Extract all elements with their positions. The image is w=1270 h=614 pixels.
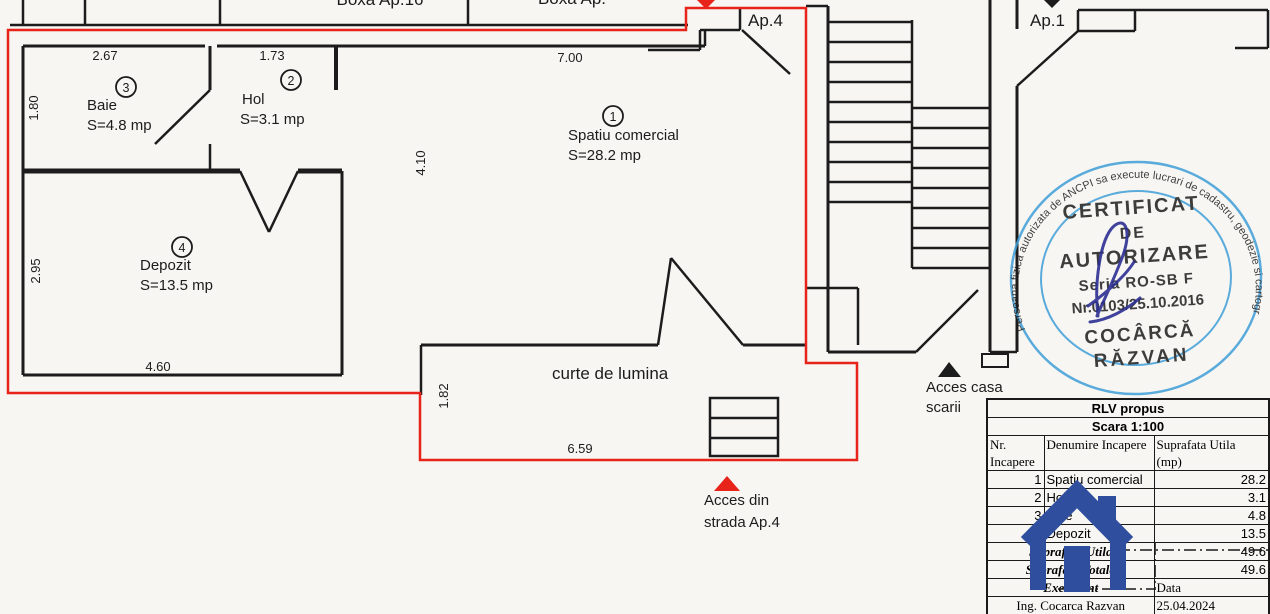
- room-spatiu-comercial: 1 Spatiu comercial S=28.2 mp: [568, 105, 679, 164]
- room-number-circle: [280, 69, 302, 91]
- row-value: 3.1: [1153, 488, 1270, 507]
- stairs-access-label-1: Acces casa: [926, 379, 1003, 396]
- rlv-table: RLV propus Scara 1:100 Nr. Incapere Denu…: [986, 398, 1270, 614]
- room-number: 3: [123, 81, 130, 95]
- table-scale: Scara 1:100: [986, 417, 1270, 436]
- total-totala-value: 49.6: [1153, 560, 1270, 579]
- top-strip-labels: Boxa Ap.16 Boxa Ap. Ap.4 Ap.1: [337, 0, 1065, 30]
- stamp-name-2: RĂZVAN: [1093, 343, 1190, 372]
- property-boundary: [6, 6, 859, 462]
- street-access-label-2: strada Ap.4: [704, 514, 780, 531]
- total-utila-value: 49.6: [1153, 542, 1270, 561]
- header-suprafata-line2: (mp): [1156, 454, 1182, 469]
- data-label: Data: [1153, 578, 1270, 597]
- table-footer-values: Ing. Cocarca Razvan 25.04.2024: [986, 596, 1270, 614]
- dim-depozit-height: 2.95: [28, 258, 43, 283]
- row-value: 4.8: [1153, 506, 1270, 525]
- dim-depozit-width: 4.60: [145, 359, 170, 374]
- row-nr: 4: [986, 524, 1045, 543]
- room-labels: 1 Spatiu comercial S=28.2 mp 2 Hol S=3.1…: [87, 69, 679, 383]
- dim-baie-width: 2.67: [92, 48, 117, 63]
- dim-spatiu-width: 7.00: [557, 50, 582, 65]
- room-number: 4: [179, 241, 186, 255]
- table-row: 3 Baie 4.8: [986, 506, 1270, 525]
- row-name: Baie: [1043, 506, 1155, 525]
- signature-date: 25.04.2024: [1153, 596, 1270, 614]
- table-row: 4 Depozit 13.5: [986, 524, 1270, 543]
- stamp-signature: [1086, 221, 1142, 324]
- total-totala-label: Suprafata Totala: [986, 560, 1155, 579]
- row-nr: 1: [986, 470, 1045, 489]
- room-number-circle: [171, 236, 193, 258]
- row-name: Depozit: [1043, 524, 1155, 543]
- ap4-label: Ap.4: [748, 11, 783, 30]
- walls: [10, 0, 1270, 458]
- table-total-row: Suprafata Totala 49.6: [986, 560, 1270, 579]
- stamp-line-de: DE: [1119, 224, 1146, 243]
- row-value: 13.5: [1153, 524, 1270, 543]
- dimension-labels: 2.67 1.73 7.00 1.80 4.10 2.95 4.60 1.82 …: [26, 48, 593, 456]
- header-nr: Nr. Incapere: [986, 435, 1045, 471]
- room-baie: 3 Baie S=4.8 mp: [87, 76, 152, 134]
- stamp-outer-ring: [1009, 160, 1263, 396]
- row-name: Spatiu comercial: [1043, 470, 1155, 489]
- header-suprafata-line1: Suprafata Utila: [1156, 437, 1236, 452]
- room-area: S=4.8 mp: [87, 117, 152, 134]
- room-name: Depozit: [140, 257, 192, 274]
- street-access-label-1: Acces din: [704, 492, 769, 509]
- stamp-line-autorizare: AUTORIZARE: [1059, 241, 1211, 273]
- room-number: 2: [288, 74, 295, 88]
- room-number-circle: [115, 76, 137, 98]
- header-nr-line1: Nr.: [990, 437, 1007, 452]
- room-name: Spatiu comercial: [568, 127, 679, 144]
- header-denumire: Denumire Incapere: [1043, 435, 1155, 471]
- table-footer-labels: Executant Data: [986, 578, 1270, 597]
- courtyard-label: curte de lumina: [552, 364, 669, 383]
- stairs-access-triangle-icon: [938, 362, 961, 377]
- street-access-triangle-icon: [714, 476, 740, 491]
- header-suprafata: Suprafata Utila (mp): [1153, 435, 1270, 471]
- executant-label: Executant: [986, 578, 1155, 597]
- dim-curte-width: 6.59: [567, 441, 592, 456]
- stamp-inner-ring: [1040, 189, 1232, 367]
- header-denumire-text: Denumire Incapere: [1046, 437, 1147, 452]
- boxa-label-2: Boxa Ap.: [538, 0, 606, 8]
- dim-curte-height: 1.82: [436, 383, 451, 408]
- room-number: 1: [610, 110, 617, 124]
- table-row: 1 Spatiu comercial 28.2: [986, 470, 1270, 489]
- room-hol: 2 Hol S=3.1 mp: [240, 69, 305, 128]
- row-nr: 2: [986, 488, 1045, 507]
- street-access-arrow-top: [697, 0, 715, 9]
- access-street: Acces din strada Ap.4: [704, 476, 780, 531]
- dim-hol-width: 1.73: [259, 48, 284, 63]
- executant-name: Ing. Cocarca Razvan: [986, 596, 1155, 614]
- room-area: S=28.2 mp: [568, 147, 641, 164]
- table-total-row: Suprafata Utila 49.6: [986, 542, 1270, 561]
- header-nr-line2: Incapere: [990, 454, 1035, 469]
- room-number-circle: [602, 105, 624, 127]
- room-area: S=3.1 mp: [240, 111, 305, 128]
- boxa-label: Boxa Ap.16: [337, 0, 424, 9]
- table-header-row: Nr. Incapere Denumire Incapere Suprafata…: [986, 435, 1270, 471]
- table-title: RLV propus: [986, 398, 1270, 418]
- room-name: Hol: [242, 91, 265, 108]
- row-name: Hol: [1043, 488, 1155, 507]
- ap1-label: Ap.1: [1030, 11, 1065, 30]
- room-name: Baie: [87, 97, 117, 114]
- stairs-access-label-2: scarii: [926, 399, 961, 416]
- ap1-access-arrow: [1044, 0, 1060, 8]
- stamp-line-certificat: CERTIFICAT: [1062, 192, 1201, 224]
- row-value: 28.2: [1153, 470, 1270, 489]
- dim-baie-height: 1.80: [26, 95, 41, 120]
- total-utila-label: Suprafata Utila: [986, 542, 1155, 561]
- room-area: S=13.5 mp: [140, 277, 213, 294]
- rlv-table-container: RLV propus Scara 1:100 Nr. Incapere Denu…: [986, 398, 1270, 614]
- room-depozit: 4 Depozit S=13.5 mp: [140, 236, 213, 294]
- table-row: 2 Hol 3.1: [986, 488, 1270, 507]
- dim-spatiu-height: 4.10: [413, 150, 428, 175]
- row-nr: 3: [986, 506, 1045, 525]
- access-stairs: Acces casa scarii: [926, 362, 1003, 416]
